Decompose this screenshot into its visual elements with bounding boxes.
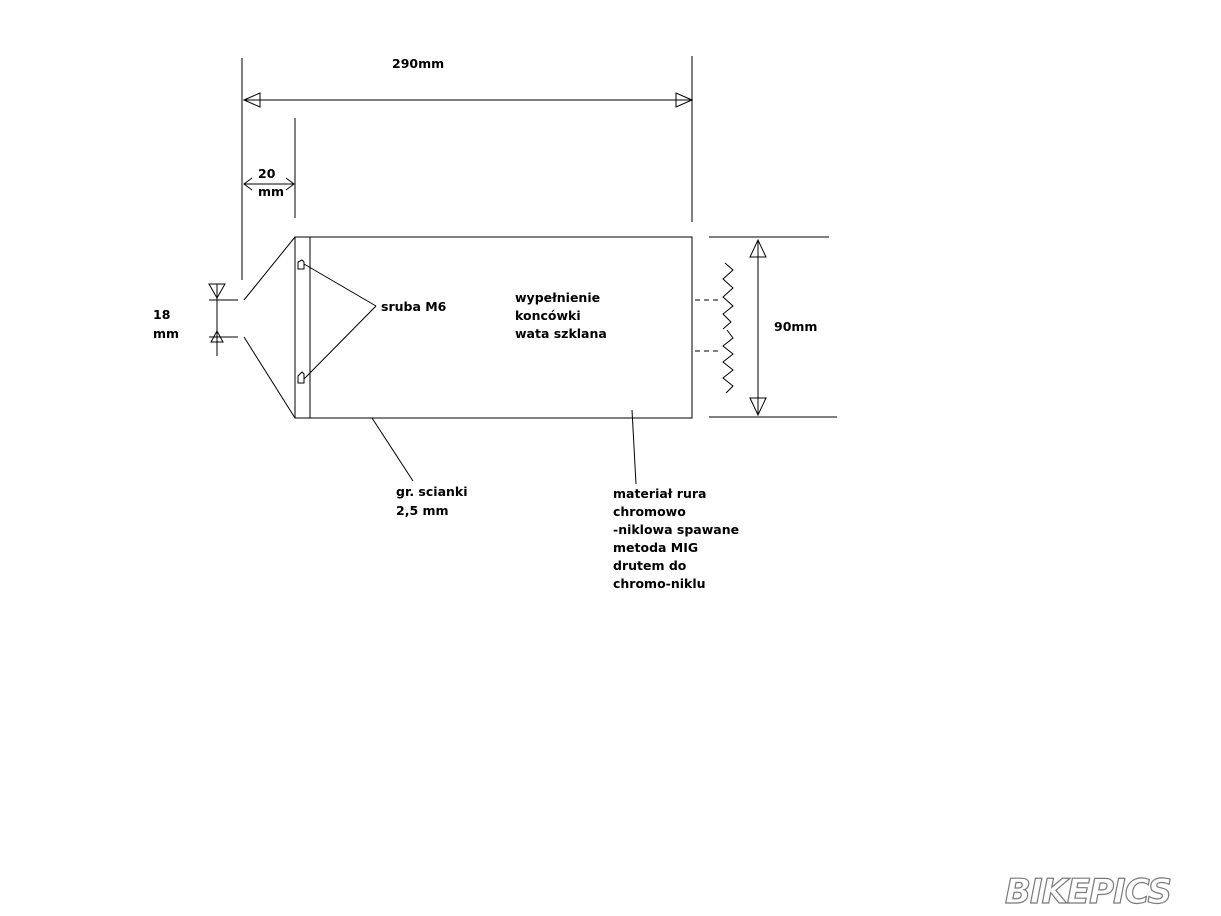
wall-line-2: 2,5 mm — [396, 503, 449, 518]
material-annotation: materiał rura chromowo -niklowa spawane … — [613, 409, 739, 591]
cap-length-value: 20 — [258, 166, 276, 181]
wall-line-1: gr. scianki — [396, 484, 468, 499]
arrowhead-right-icon — [675, 92, 694, 108]
zigzag-lower-icon — [722, 329, 734, 394]
body-arrow-top-icon — [749, 238, 767, 258]
material-line-5: drutem do — [613, 558, 687, 573]
wall-thickness-annotation: gr. scianki 2,5 mm — [371, 417, 468, 518]
cone-upper — [243, 236, 296, 301]
material-line-6: chromo-niklu — [613, 576, 706, 591]
tube-outline — [294, 236, 693, 419]
wall-leader — [371, 417, 414, 482]
screw-label: sruba M6 — [381, 299, 447, 314]
outlet-diameter-value: 18 — [153, 307, 170, 322]
filling-line-2: koncówki — [515, 308, 581, 323]
material-leader — [631, 409, 637, 485]
silencer-body — [243, 236, 693, 419]
cone-lower — [243, 336, 296, 419]
outlet-arrow-bottom-icon — [210, 329, 224, 343]
outlet-diameter-dimension: 18 mm — [153, 283, 238, 356]
screw-head-upper-icon — [297, 259, 305, 270]
zigzag-upper-icon — [722, 262, 734, 330]
material-line-3: -niklowa spawane — [613, 522, 739, 537]
filling-line-3: wata szklana — [515, 326, 607, 341]
end-cap-dimension: 20 mm — [243, 118, 296, 218]
filling-line-1: wypełnienie — [515, 290, 600, 305]
material-line-4: metoda MIG — [613, 540, 698, 555]
outlet-diameter-unit: mm — [153, 326, 179, 341]
cap-length-unit: mm — [258, 184, 284, 199]
body-arrow-bottom-icon — [749, 397, 767, 417]
material-line-1: materiał rura — [613, 486, 706, 501]
overall-length-dimension: 290mm — [241, 56, 694, 280]
filling-annotation: wypełnienie koncówki wata szklana — [515, 290, 607, 341]
screw-leader-lower — [303, 305, 377, 380]
glass-wool-section — [695, 262, 734, 394]
material-line-2: chromowo — [613, 504, 686, 519]
screw-head-lower-icon — [297, 371, 305, 384]
outlet-arrow-top-icon — [208, 283, 226, 300]
watermark-logo: BIKEPICS — [1005, 872, 1171, 912]
bikepics-watermark: BIKEPICS — [1004, 871, 1172, 912]
overall-length-label: 290mm — [392, 56, 444, 71]
cap-arrow-left-icon — [243, 177, 253, 191]
body-diameter-label: 90mm — [774, 319, 817, 334]
screw-annotation: sruba M6 — [303, 263, 447, 380]
body-diameter-dimension: 90mm — [709, 236, 837, 418]
arrowhead-left-icon — [242, 92, 261, 108]
screw-leader-upper — [303, 263, 377, 307]
cap-arrow-right-icon — [285, 177, 295, 191]
